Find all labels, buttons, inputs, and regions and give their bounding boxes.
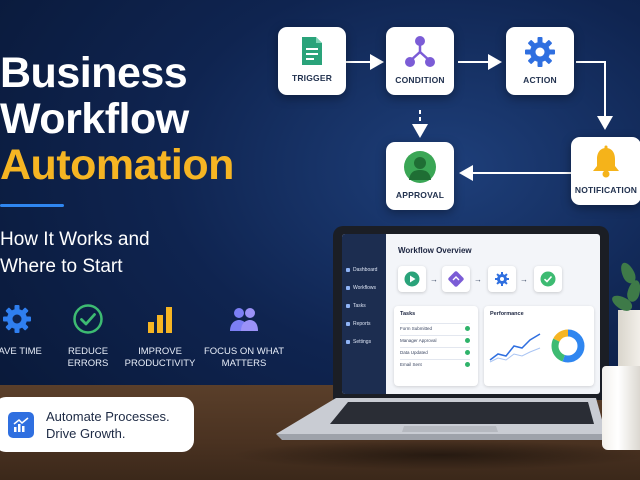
check-icon bbox=[465, 325, 470, 331]
task-row[interactable]: Manager Approval bbox=[400, 335, 470, 344]
bar-chart-icon bbox=[148, 307, 172, 333]
benefit-label: FOCUS ON WHAT MATTERS bbox=[203, 346, 285, 369]
mini-arrow: → bbox=[520, 275, 528, 284]
tasks-panel: Tasks Form Submitted Manager Approval Da… bbox=[394, 306, 478, 386]
workflow-step-label: ACTION bbox=[523, 75, 557, 85]
app-main: Workflow Overview → → bbox=[386, 234, 600, 394]
mini-arrow: → bbox=[430, 275, 438, 284]
check-circle-icon bbox=[73, 304, 103, 334]
benefit-label: SAVE TIME bbox=[0, 346, 42, 357]
gear-icon bbox=[525, 37, 555, 67]
page-title: Workflow Overview bbox=[398, 246, 472, 255]
sidebar-item-dashboard[interactable]: Dashboard bbox=[342, 262, 386, 278]
check-icon bbox=[465, 337, 470, 343]
benefit-label: IMPROVE PRODUCTIVITY bbox=[124, 346, 196, 369]
sidebar-item-tasks[interactable]: Tasks bbox=[342, 298, 386, 314]
bell-icon bbox=[593, 145, 619, 178]
mini-step-play[interactable] bbox=[398, 266, 426, 292]
performance-line-chart bbox=[489, 333, 541, 363]
reports-icon bbox=[346, 322, 350, 326]
hero-subtitle: How It Works and Where to Start bbox=[0, 226, 220, 280]
user-icon bbox=[404, 151, 436, 183]
sidebar-item-workflows[interactable]: Workflows bbox=[342, 280, 386, 296]
performance-donut-chart bbox=[551, 329, 585, 363]
workflow-step-condition: CONDITION bbox=[386, 27, 454, 95]
task-row[interactable]: Data Updated bbox=[400, 347, 470, 356]
benefit-reduce-errors: REDUCE ERRORS bbox=[43, 302, 133, 372]
mini-arrow: → bbox=[474, 275, 482, 284]
dashboard-icon bbox=[346, 268, 350, 272]
gear-icon bbox=[3, 305, 31, 333]
tasks-panel-title: Tasks bbox=[400, 311, 416, 317]
tasks-icon bbox=[346, 304, 350, 308]
task-row[interactable]: Form Submitted bbox=[400, 323, 470, 332]
cta-card: Automate Processes. Drive Growth. bbox=[0, 397, 194, 452]
hero-title-line-2: Workflow bbox=[0, 95, 189, 143]
laptop-screen: Dashboard Workflows Tasks Reports Settin… bbox=[342, 234, 600, 394]
laptop-keyboard bbox=[276, 398, 606, 440]
mini-step-complete[interactable] bbox=[534, 266, 562, 292]
sidebar-item-reports[interactable]: Reports bbox=[342, 316, 386, 332]
hero-title-line-1: Business bbox=[0, 49, 188, 97]
workflow-step-label: TRIGGER bbox=[291, 73, 333, 83]
task-label: Manager Approval bbox=[400, 337, 437, 343]
check-circle-icon bbox=[540, 271, 556, 287]
mini-step-action[interactable] bbox=[488, 266, 516, 292]
sidebar-item-label: Reports bbox=[353, 321, 371, 327]
settings-icon bbox=[346, 340, 350, 344]
benefit-improve-productivity: IMPROVE PRODUCTIVITY bbox=[115, 302, 205, 372]
laptop-screen-bezel: Dashboard Workflows Tasks Reports Settin… bbox=[333, 226, 609, 400]
branch-icon bbox=[448, 271, 464, 287]
performance-panel: Performance bbox=[484, 306, 594, 386]
task-label: Data Updated bbox=[400, 349, 428, 355]
cta-line-1: Automate Processes. bbox=[46, 408, 170, 424]
play-icon bbox=[404, 271, 420, 287]
hero-title: Business Workflow Automation bbox=[0, 50, 290, 188]
task-label: Form Submitted bbox=[400, 325, 433, 331]
document-icon bbox=[302, 37, 322, 65]
benefit-focus-on-what-matters: FOCUS ON WHAT MATTERS bbox=[199, 302, 289, 372]
gear-icon bbox=[495, 272, 509, 286]
workflow-step-approval: APPROVAL bbox=[386, 142, 454, 210]
hero-subtitle-line-1: How It Works and bbox=[0, 229, 150, 250]
workflow-step-label: CONDITION bbox=[395, 75, 445, 85]
users-icon bbox=[230, 308, 258, 331]
hero-title-line-3: Automation bbox=[0, 141, 234, 189]
cta-text: Automate Processes. Drive Growth. bbox=[46, 408, 170, 442]
mini-step-branch[interactable] bbox=[442, 266, 470, 292]
sidebar-item-label: Tasks bbox=[353, 303, 366, 309]
check-icon bbox=[465, 349, 470, 355]
cta-line-2: Drive Growth. bbox=[46, 425, 126, 441]
sidebar-item-label: Dashboard bbox=[353, 267, 378, 273]
benefits-row: SAVE TIME REDUCE ERRORS IMPROVE PRODUCTI… bbox=[0, 302, 290, 372]
app-sidebar: Dashboard Workflows Tasks Reports Settin… bbox=[342, 234, 386, 394]
task-label: Email Sent bbox=[400, 361, 422, 367]
check-icon bbox=[465, 361, 470, 367]
workflow-icon bbox=[346, 286, 350, 290]
workflow-step-label: NOTIFICATION bbox=[574, 185, 638, 195]
workflow-step-label: APPROVAL bbox=[395, 190, 445, 200]
sidebar-item-label: Workflows bbox=[353, 285, 376, 291]
workflow-step-action: ACTION bbox=[506, 27, 574, 95]
coffee-mug bbox=[602, 366, 640, 450]
sidebar-item-settings[interactable]: Settings bbox=[342, 334, 386, 350]
laptop-shadow bbox=[230, 440, 640, 470]
title-underline bbox=[0, 204, 64, 207]
benefit-label: REDUCE ERRORS bbox=[67, 346, 109, 369]
branch-icon bbox=[405, 36, 435, 67]
performance-panel-title: Performance bbox=[490, 311, 524, 317]
benefit-save-time: SAVE TIME bbox=[0, 302, 62, 372]
trend-chart-icon bbox=[8, 411, 34, 438]
sidebar-item-label: Settings bbox=[353, 339, 372, 345]
plant-pot bbox=[618, 310, 640, 370]
task-row[interactable]: Email Sent bbox=[400, 359, 470, 368]
workflow-step-trigger: TRIGGER bbox=[278, 27, 346, 95]
hero-subtitle-line-2: Where to Start bbox=[0, 256, 123, 277]
workflow-step-notification: NOTIFICATION bbox=[571, 137, 640, 205]
